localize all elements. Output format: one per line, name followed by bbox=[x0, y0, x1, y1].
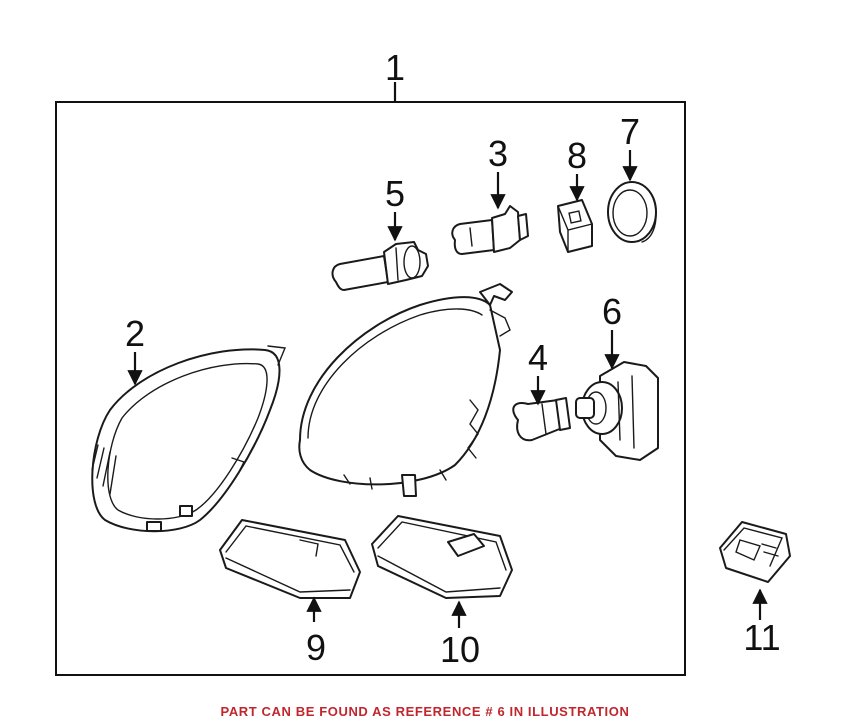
callout-3: 3 bbox=[488, 133, 508, 174]
part-9-control-module bbox=[219, 519, 361, 599]
assembly-frame bbox=[55, 101, 686, 676]
callout-5: 5 bbox=[385, 173, 405, 214]
callout-11: 11 bbox=[743, 617, 780, 658]
callout-9: 9 bbox=[306, 627, 326, 668]
callout-6: 6 bbox=[602, 291, 622, 332]
part-1-headlight-housing bbox=[298, 283, 513, 497]
callout-4: 4 bbox=[528, 337, 548, 378]
part-3-bulb bbox=[451, 205, 529, 255]
callout-7: 7 bbox=[620, 111, 640, 152]
callout-10: 10 bbox=[440, 629, 480, 670]
callout-2: 2 bbox=[125, 313, 145, 354]
part-4-bulb bbox=[512, 397, 571, 442]
part-11-connector bbox=[719, 521, 791, 583]
callout-1: 1 bbox=[385, 47, 405, 88]
part-10-control-module bbox=[371, 515, 513, 599]
part-7-seal-ring bbox=[607, 181, 657, 243]
part-5-bulb bbox=[331, 241, 429, 291]
part-8-cap bbox=[557, 199, 593, 253]
reference-note: PART CAN BE FOUND AS REFERENCE # 6 IN IL… bbox=[221, 704, 630, 719]
callout-8: 8 bbox=[567, 135, 587, 176]
part-2-lens-cover bbox=[91, 345, 286, 533]
part-6-socket bbox=[575, 361, 659, 461]
